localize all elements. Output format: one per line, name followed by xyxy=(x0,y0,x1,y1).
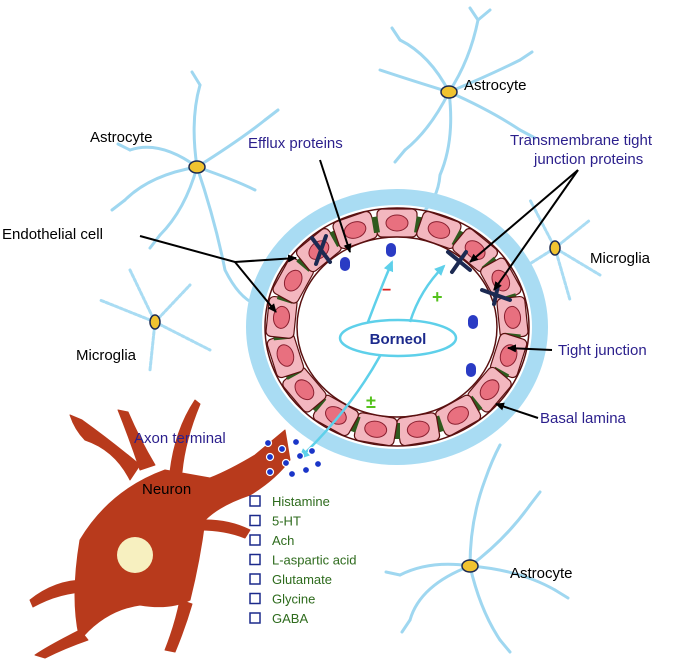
astrocyte-left xyxy=(110,70,280,307)
neurotransmitter-item: Histamine xyxy=(249,494,330,509)
neurotransmitter-item: Ach xyxy=(249,533,294,548)
tight-junction-label: Tight junction xyxy=(558,342,647,359)
axon-terminal-label: Axon terminal xyxy=(134,430,226,447)
neurotransmitter-label: Glycine xyxy=(272,592,315,607)
plus-sign: + xyxy=(432,287,443,307)
basal-lamina-label: Basal lamina xyxy=(540,410,627,427)
checkbox-icon xyxy=(249,534,261,546)
endothelial-cell xyxy=(396,412,441,447)
checkbox-icon xyxy=(249,612,261,624)
endothelial-cell xyxy=(376,208,418,238)
astrocyte-top xyxy=(378,6,537,217)
neurotransmitter-item: GABA xyxy=(249,611,308,626)
microglia-right-label: Microglia xyxy=(590,250,651,267)
tight-junction-mark xyxy=(349,415,361,433)
microglia-left xyxy=(98,268,212,372)
endothelial-cell xyxy=(496,295,529,339)
astrocyte-bottom-label: Astrocyte xyxy=(510,565,573,582)
microglia-right xyxy=(518,198,602,302)
endothelial-cell xyxy=(416,210,462,250)
basal-lamina xyxy=(246,189,548,465)
endothelial-cell xyxy=(452,228,499,273)
neuron xyxy=(29,399,291,659)
checkbox-icon xyxy=(249,495,261,507)
endothelial-cell xyxy=(282,366,327,413)
endothelial-cell xyxy=(467,366,512,413)
efflux-proteins-label: Efflux proteins xyxy=(248,135,343,152)
endothelial-cell xyxy=(266,332,305,379)
neurotransmitter-label: Histamine xyxy=(272,494,330,509)
neurotransmitter-label: 5-HT xyxy=(272,514,301,529)
astrocyte-bottom xyxy=(384,443,570,654)
neuron-label: Neuron xyxy=(142,481,191,498)
transmembrane-label-line2: junction proteins xyxy=(533,151,643,168)
endothelial-cell-label: Endothelial cell xyxy=(2,226,103,243)
checkbox-icon xyxy=(249,573,261,585)
neurotransmitter-item: L-aspartic acid xyxy=(249,553,357,568)
checkbox-icon xyxy=(249,553,261,566)
neurotransmitter-label: GABA xyxy=(272,611,308,626)
neurotransmitter-label: L-aspartic acid xyxy=(272,553,357,568)
endothelial-cell xyxy=(272,257,314,304)
minus-sign: − xyxy=(382,282,391,299)
plus-minus-sign: ± xyxy=(366,392,376,412)
transmembrane-label-line1: Transmembrane tight xyxy=(510,132,653,149)
astrocyte-left-label: Astrocyte xyxy=(90,129,153,146)
microglia-left-label: Microglia xyxy=(76,347,137,364)
endothelial-cell xyxy=(332,210,378,250)
neurotransmitter-item: 5-HT xyxy=(249,514,301,529)
tight-junction-mark xyxy=(371,216,380,234)
borneol-ellipse xyxy=(338,318,458,358)
borneol-label: Borneol xyxy=(370,331,427,348)
vesicles xyxy=(263,437,323,479)
checkbox-icon xyxy=(249,514,261,527)
neurotransmitter-item: Glutamate xyxy=(249,572,332,587)
neurotransmitter-label: Glutamate xyxy=(272,572,332,587)
neurotransmitter-item: Glycine xyxy=(249,592,315,607)
neuron-nucleus xyxy=(117,537,153,573)
checkbox-icon xyxy=(249,592,261,605)
pointer-lines xyxy=(139,159,579,419)
astrocyte-top-label: Astrocyte xyxy=(464,77,527,94)
transmembrane-protein xyxy=(310,234,512,306)
tight-junction-mark xyxy=(394,423,400,439)
neurotransmitter-label: Ach xyxy=(272,533,294,548)
efflux-protein xyxy=(340,243,478,377)
